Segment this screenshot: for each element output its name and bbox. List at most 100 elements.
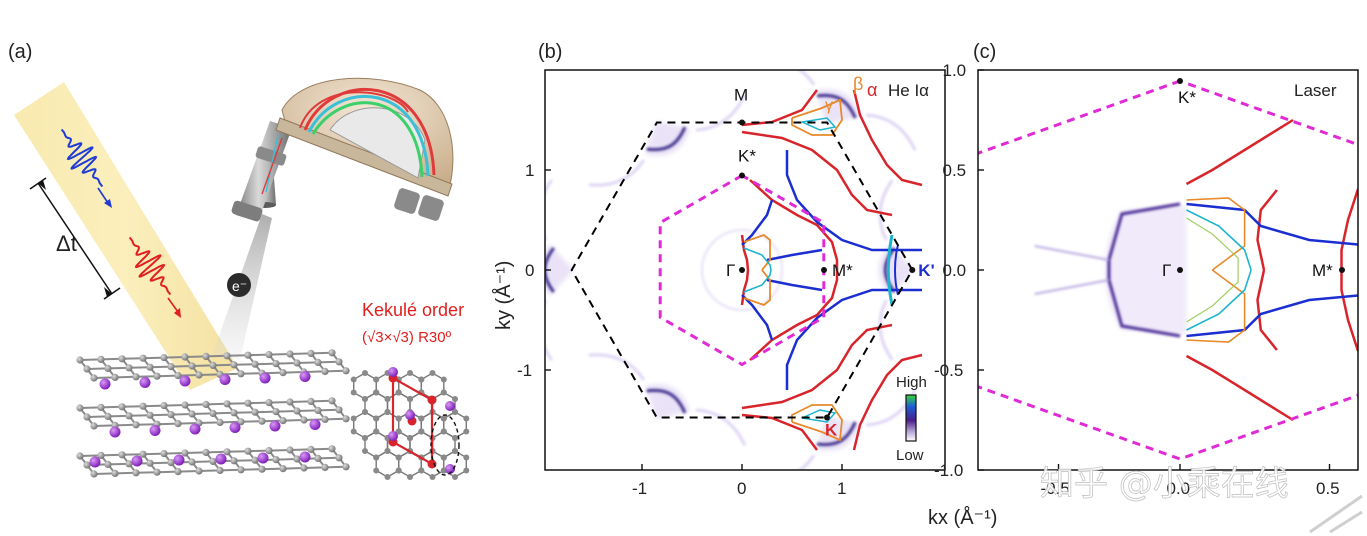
alpha-band xyxy=(741,130,893,217)
carbon-atom xyxy=(174,372,182,380)
lattice-atom xyxy=(362,435,368,441)
symmetry-point-marker xyxy=(739,119,745,126)
y-tick-label: -1.0 xyxy=(934,461,963,480)
lattice-atom xyxy=(418,428,425,435)
panel-a: (a) e⁻ Δt xyxy=(8,41,470,480)
carbon-atom xyxy=(237,370,245,378)
lattice-atom xyxy=(407,396,413,402)
electron-label: e⁻ xyxy=(232,278,247,294)
y-tick-label: 1 xyxy=(525,161,534,180)
carbon-atom xyxy=(181,353,189,361)
kekule-bond-site xyxy=(427,395,437,405)
carbon-atom xyxy=(272,408,280,416)
carbon-atom xyxy=(314,358,322,366)
kekule-order-title: Kekulé order xyxy=(362,300,464,320)
alpha-band xyxy=(852,89,923,187)
carbon-atom xyxy=(307,349,315,357)
carbon-atom xyxy=(279,369,287,377)
kekule-bond-site xyxy=(427,459,437,469)
symmetry-point-marker xyxy=(1339,267,1345,273)
symmetry-point-label: Γ xyxy=(1162,261,1171,280)
x-tick-label: 0.0 xyxy=(1167,479,1191,498)
intensity-replica xyxy=(1034,245,1110,295)
lattice-atom xyxy=(384,409,391,415)
carbon-atom xyxy=(132,469,140,477)
carbon-atom xyxy=(307,397,315,405)
gamma-pocket xyxy=(791,404,843,442)
carbon-atom xyxy=(230,361,238,369)
delay-label: Δt xyxy=(56,231,77,256)
lattice-atom xyxy=(429,474,436,480)
colorbar: High Low xyxy=(896,374,927,464)
lattice-atom xyxy=(373,376,380,383)
lattice-atom xyxy=(440,454,447,461)
carbon-atom xyxy=(209,457,217,465)
carbon-atom xyxy=(160,354,168,362)
cyan-pocket xyxy=(801,117,837,131)
carbon-atom xyxy=(90,374,98,382)
carbon-atom xyxy=(293,359,301,367)
carbon-atom xyxy=(167,459,175,467)
lattice-atom xyxy=(418,415,425,422)
carbon-atom xyxy=(97,355,105,363)
lattice-atom xyxy=(373,467,380,474)
lattice-atom xyxy=(362,370,368,376)
graphene-brillouin-zone xyxy=(570,121,914,419)
kprime-pocket xyxy=(894,244,899,296)
intercalant-atom xyxy=(139,377,151,388)
pocket-edge xyxy=(883,247,896,293)
symmetry-point-marker xyxy=(1177,78,1183,84)
carbon-atom xyxy=(83,365,91,373)
carbon-atom xyxy=(188,458,196,466)
lattice-atom xyxy=(373,454,380,461)
lattice-atom xyxy=(350,428,357,435)
carbon-atom xyxy=(83,461,91,469)
carbon-atom xyxy=(125,412,133,420)
carbon-atom xyxy=(251,456,259,464)
lattice-atom xyxy=(395,415,402,422)
intercalant-atom xyxy=(149,425,161,436)
lattice-atom xyxy=(440,428,447,435)
carbon-atom xyxy=(272,456,280,464)
beta-band xyxy=(1186,294,1358,338)
lattice-atom xyxy=(440,389,447,396)
source-label-laser: Laser xyxy=(1294,81,1337,100)
carbon-atom xyxy=(286,350,294,358)
carbon-atom xyxy=(195,467,203,475)
symmetry-point-label: M xyxy=(734,86,748,105)
lattice-atom xyxy=(373,428,380,435)
pocket-glow xyxy=(815,89,861,125)
carbon-atom xyxy=(321,367,329,375)
x-tick-label: -1 xyxy=(632,479,647,498)
carbon-atom xyxy=(202,400,210,408)
x-tick-label: 1 xyxy=(837,479,846,498)
lattice-atom xyxy=(395,389,402,396)
colorbar-low-label: Low xyxy=(896,447,924,464)
intercalant-atom xyxy=(215,453,227,465)
alpha-band xyxy=(741,323,893,410)
carbon-atom xyxy=(272,360,280,368)
graphene-layer xyxy=(76,349,350,390)
laser-beam xyxy=(14,82,238,390)
intercalant-atom xyxy=(109,426,121,438)
carbon-atom xyxy=(321,463,329,471)
carbon-atom xyxy=(342,367,350,375)
y-tick-label: 1.0 xyxy=(943,61,967,80)
intercalant-atom xyxy=(299,451,311,463)
symmetry-point-marker xyxy=(1177,267,1183,273)
carbon-atom xyxy=(97,451,105,459)
carbon-atom xyxy=(216,418,224,426)
lattice-atom xyxy=(429,370,436,376)
lattice-atom xyxy=(350,415,357,422)
carbon-atom xyxy=(139,402,147,410)
symmetry-point-marker xyxy=(824,414,830,421)
beta-band xyxy=(766,248,823,262)
gamma-pocket xyxy=(791,98,843,136)
panel-b-label: (b) xyxy=(538,41,562,63)
symmetry-point-label: M* xyxy=(1312,261,1333,280)
carbon-atom xyxy=(181,401,189,409)
carbon-atom xyxy=(328,397,336,405)
carbon-atom xyxy=(251,408,259,416)
